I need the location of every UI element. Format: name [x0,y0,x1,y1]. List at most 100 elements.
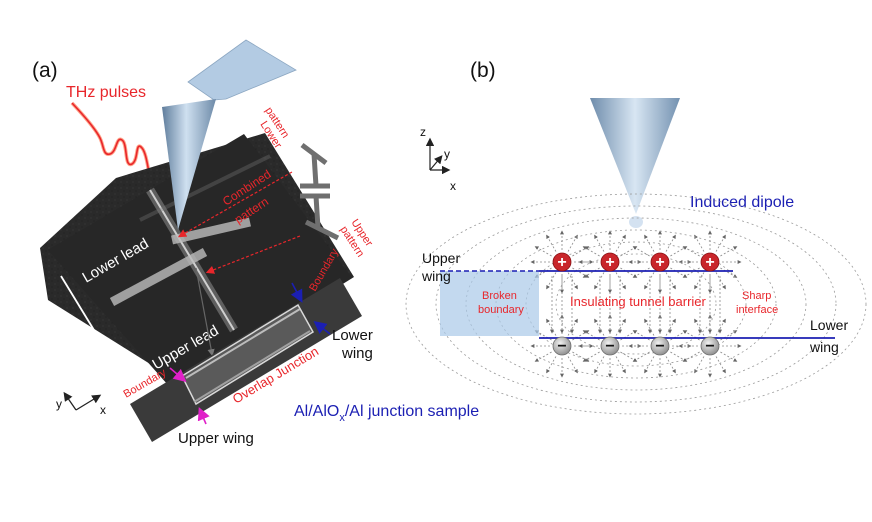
field-line [620,351,638,362]
field-line [644,234,655,252]
positive-charge: + [650,252,670,272]
lower-wing-arrow [313,321,331,335]
field-line [567,272,578,290]
panel-a: (a) THz pulses Lower lead Upper lead 3 μ… [32,39,375,447]
scale-bar [60,275,123,377]
positive-charge: + [700,252,720,272]
boundary-bottom-arrow-1 [169,367,187,383]
positive-charge: + [600,252,620,272]
field-line [715,272,726,290]
negative-charge: − [650,336,670,356]
field-line [567,356,578,374]
svg-text:−: − [605,338,614,355]
field-line [632,267,650,278]
field-line [534,246,552,257]
field-line [670,330,688,341]
afm-tip-cone [162,99,216,230]
field-line [594,234,605,252]
field-loop [435,205,837,403]
axis-a-y [63,391,77,411]
field-line [594,272,605,290]
lower-wing-b-label-2: wing [809,339,839,355]
broken-boundary-label-1: Broken [482,290,517,302]
field-line [620,330,638,341]
field-line [694,272,705,290]
field-line [682,267,700,278]
pattern-guide-1 [177,171,293,238]
pattern-guide-2 [205,235,301,274]
field-lines [405,193,867,415]
panel-b: (b) z y x Induced dipole Upper wing Lowe… [405,59,867,415]
upper-wing-b-label-1: Upper [422,250,460,266]
field-line [572,351,590,362]
field-line [620,246,638,257]
thz-pulses-label: THz pulses [66,84,146,101]
lower-wing-label-2: wing [341,345,373,362]
field-line [694,356,705,374]
field-line [534,267,552,278]
field-line [665,272,676,290]
junction-overlap [181,303,315,406]
broken-boundary-region [440,271,539,336]
field-line [594,318,605,336]
insulating-barrier-label: Insulating tunnel barrier [570,294,707,309]
field-loop [555,253,717,355]
field-line [546,318,557,336]
boundary-bottom-arrow-2 [197,407,210,425]
field-line [632,351,650,362]
field-line [582,267,600,278]
axis-b-y [429,155,443,171]
axis-a-x-label: x [100,403,106,417]
upper-pattern-icon [300,193,340,241]
axis-a-x [75,394,102,411]
axis-b-x-label: x [450,179,456,193]
field-line [572,267,590,278]
field-line [694,318,705,336]
field-line [534,351,552,362]
broken-boundary-label-2: boundary [478,304,524,316]
field-line [594,356,605,374]
panel-a-label: (a) [32,59,58,82]
field-line [644,318,655,336]
svg-text:−: − [705,338,714,355]
field-line [670,246,688,257]
field-loop [405,193,867,415]
lower-wing-label-1: Lower [332,327,373,344]
zoom-pointer [195,267,215,357]
field-line [632,330,650,341]
svg-text:−: − [557,338,566,355]
thz-pulse-core [71,102,154,183]
sample-label: Al/AlOx/Al junction sample [294,403,479,424]
positive-charge: + [552,252,572,272]
field-line [665,356,676,374]
field-loop [465,217,807,391]
scale-bar-label: 3 μm [121,358,133,383]
field-line [620,267,638,278]
field-loop [495,229,777,379]
field-line [582,246,600,257]
field-line [694,234,705,252]
field-line [720,351,738,362]
field-line [682,330,700,341]
sharp-interface-label-1: Sharp [742,290,771,302]
negative-charge: − [552,336,572,356]
negative-charge: − [700,336,720,356]
sharp-interface-label-2: interface [736,304,778,316]
negative-charge: − [600,336,620,356]
field-line [615,356,626,374]
field-line [567,318,578,336]
lower-pattern-icon [300,143,330,189]
field-line [665,318,676,336]
field-line [682,246,700,257]
svg-text:+: + [705,254,714,271]
svg-text:−: − [655,338,664,355]
field-line [615,234,626,252]
sem-upper-wing [109,248,208,306]
field-line [534,330,552,341]
junction-edge-bottom [193,330,311,403]
svg-text:+: + [655,254,664,271]
lower-wing-b-label-1: Lower [810,317,848,333]
field-line [546,234,557,252]
thz-pulse-wave [70,101,153,181]
upper-wing-b-label-2: wing [421,268,451,284]
